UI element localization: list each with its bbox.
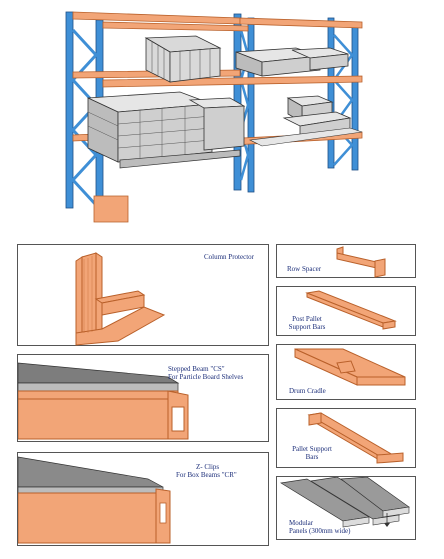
panel-column-protector: Column Protector [17, 244, 269, 346]
label-stepped-beam-2: For Particle Board Shelves [168, 373, 244, 381]
panel-pallet-support: Pallet Support Bars [276, 408, 416, 468]
label-pallet-support-1: Pallet Support [292, 445, 332, 453]
column-protector-base [93, 195, 129, 223]
crate-mid [188, 97, 246, 151]
shelf-slats [248, 127, 363, 147]
label-drum-cradle: Drum Cradle [289, 387, 326, 395]
label-z-clips-2: For Box Beams "CR" [176, 471, 237, 479]
box-stack-top [235, 47, 349, 77]
brick-load [87, 91, 213, 163]
pallet-rack-illustration [65, 11, 363, 223]
pallet [119, 149, 241, 169]
label-z-clips-1: Z- Clips [196, 463, 220, 471]
panel-drum-cradle: Drum Cradle [276, 344, 416, 400]
post-pallet-drawing [305, 290, 397, 330]
label-row-spacer: Row Spacer [287, 265, 322, 273]
label-pallet-support-2: Bars [305, 453, 319, 461]
stepped-beam-drawing [18, 362, 189, 440]
upright-frame-right [327, 17, 359, 171]
column-protector-drawing [75, 252, 166, 346]
z-clips-drawing [18, 456, 171, 544]
modular-panels-drawing [280, 477, 410, 528]
upright-bracing-left [70, 28, 99, 207]
drum-cradle-drawing [294, 348, 406, 386]
label-stepped-beam-1: Stepped Beam "CS" [168, 365, 225, 373]
panel-post-pallet: Post Pallet Support Bars [276, 286, 416, 336]
pallet-support-drawing [307, 412, 404, 464]
panel-z-clips: Z- Clips For Box Beams "CR" [17, 452, 269, 546]
panel-modular: Modular Panels (300mm wide) [276, 476, 416, 540]
label-post-pallet-1: Post Pallet [292, 315, 322, 323]
row-spacer-drawing [336, 246, 386, 278]
panel-stepped-beam: Stepped Beam "CS" For Particle Board She… [17, 354, 269, 442]
label-modular-2: Panels (300mm wide) [289, 527, 351, 535]
cage-container [144, 35, 222, 83]
panel-row-spacer: Row Spacer [276, 244, 416, 278]
label-modular-1: Modular [289, 519, 314, 527]
label-post-pallet-2: Support Bars [288, 323, 326, 331]
label-column-protector: Column Protector [204, 253, 254, 261]
